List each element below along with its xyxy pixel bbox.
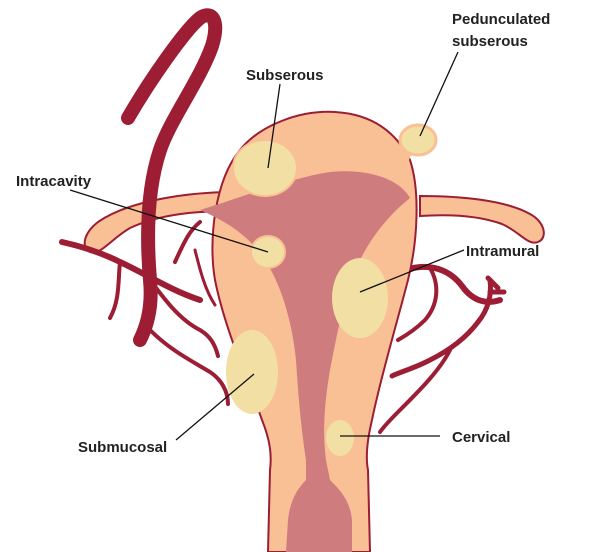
right-fallopian-tube xyxy=(420,196,544,243)
fibroid-intramural xyxy=(332,258,388,338)
label-pedunculated-line1: Pedunculated xyxy=(452,11,550,28)
right-vessel-branch-4 xyxy=(380,350,450,432)
label-intracavity: Intracavity xyxy=(16,173,92,190)
leader-pedunculated xyxy=(420,52,458,136)
label-cervical: Cervical xyxy=(452,429,510,446)
label-pedunculated-line2: subserous xyxy=(452,33,528,50)
label-intramural: Intramural xyxy=(466,243,539,260)
label-subserous: Subserous xyxy=(246,67,324,84)
fibroid-cervical xyxy=(326,420,354,456)
fibroid-submucosal xyxy=(226,330,278,414)
left-vessel-branch-5 xyxy=(150,330,228,404)
label-submucosal: Submucosal xyxy=(78,439,167,456)
left-vessel-branch-2 xyxy=(110,262,120,318)
fibroid-subserous xyxy=(233,140,297,196)
pedunculated-stalk xyxy=(403,152,408,176)
right-vessel-branch-1 xyxy=(405,267,500,302)
fibroid-pedunculated-subserous xyxy=(400,125,436,155)
